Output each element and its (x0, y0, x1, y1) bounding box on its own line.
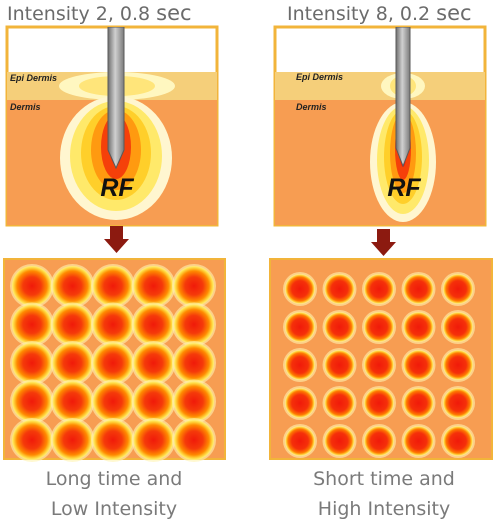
left-spot-r2-c3 (93, 304, 133, 345)
left-spot-r3-c5 (174, 343, 214, 383)
left-rf-needle (107, 27, 125, 170)
left-caption-line2: Low Intensity (50, 498, 178, 520)
left-spot-r1-c3 (93, 266, 133, 306)
right-spot-grid (283, 272, 475, 458)
left-spot-r2-c4 (133, 304, 174, 345)
right-title: Intensity 8, 0.2 sec (287, 0, 472, 26)
right-spot-r5-c3 (364, 426, 394, 456)
right-rf-needle (395, 27, 411, 168)
right-spot-r3-c4 (403, 350, 434, 380)
left-spot-r4-c1 (12, 381, 52, 422)
left-spot-r3-c2 (52, 343, 93, 383)
right-spot-r1-c5 (443, 274, 473, 304)
right-spot-r2-c4 (403, 312, 434, 342)
right-caption-line2: High Intensity (317, 498, 451, 520)
left-spot-r2-c1 (12, 304, 52, 345)
right-skin-panel: Epi Dermis Dermis RF (273, 25, 487, 227)
right-spot-r1-c1 (285, 274, 315, 304)
left-caption-line1: Long time and (45, 468, 183, 490)
left-spot-r2-c5 (174, 304, 214, 345)
right-caption: Short time and High Intensity (274, 464, 494, 524)
right-caption-line1: Short time and (313, 468, 455, 490)
left-title-text: Intensity 2, 0.8 (7, 3, 151, 25)
right-down-arrow (371, 229, 396, 256)
left-dermis-label: Dermis (10, 102, 41, 112)
right-rf-label: RF (387, 174, 421, 202)
right-spot-r3-c3 (364, 350, 394, 380)
right-spot-r3-c2 (324, 350, 355, 380)
left-caption: Long time and Low Intensity (4, 464, 224, 524)
right-spot-r1-c3 (364, 274, 394, 304)
left-title: Intensity 2, 0.8 sec (7, 0, 192, 26)
left-spot-r2-c2 (52, 304, 93, 345)
right-spot-r4-c4 (403, 388, 434, 418)
left-spot-r5-c4 (133, 420, 174, 460)
left-spot-r4-c3 (93, 381, 133, 422)
left-spot-r3-c3 (93, 343, 133, 383)
left-spot-r4-c2 (52, 381, 93, 422)
right-epidermis-layer (275, 72, 485, 100)
left-spot-r5-c2 (52, 420, 93, 460)
right-spot-r2-c3 (364, 312, 394, 342)
left-spot-r1-c2 (52, 266, 93, 306)
left-spot-r3-c4 (133, 343, 174, 383)
right-spot-r5-c2 (324, 426, 355, 456)
right-spot-r4-c2 (324, 388, 355, 418)
left-rf-label: RF (100, 174, 134, 202)
right-spot-r1-c4 (403, 274, 434, 304)
right-title-text: Intensity 8, 0.2 (287, 3, 431, 25)
left-spot-r1-c5 (174, 266, 214, 306)
right-spot-r4-c3 (364, 388, 394, 418)
left-spot-r1-c1 (12, 266, 52, 306)
left-spot-r3-c1 (12, 343, 52, 383)
left-spot-grid (10, 264, 216, 462)
left-epi-label: Epi Dermis (10, 73, 57, 83)
right-spot-r3-c5 (443, 350, 473, 380)
right-spot-r5-c4 (403, 426, 434, 456)
left-spot-r5-c3 (93, 420, 133, 460)
left-title-unit: sec (156, 1, 192, 25)
right-spot-r2-c5 (443, 312, 473, 342)
right-spot-r5-c5 (443, 426, 473, 456)
right-dermis-label: Dermis (296, 102, 327, 112)
left-spot-r5-c1 (12, 420, 52, 460)
left-spot-r1-c4 (133, 266, 174, 306)
left-spot-r4-c4 (133, 381, 174, 422)
right-spot-r5-c1 (285, 426, 315, 456)
left-spot-r4-c5 (174, 381, 214, 422)
left-down-arrow (104, 226, 129, 253)
right-spot-r3-c1 (285, 350, 315, 380)
left-spot-r5-c5 (174, 420, 214, 460)
right-spot-r1-c2 (324, 274, 355, 304)
right-spot-r2-c1 (285, 312, 315, 342)
right-spot-r4-c1 (285, 388, 315, 418)
right-spot-r4-c5 (443, 388, 473, 418)
right-title-unit: sec (436, 1, 472, 25)
left-skin-panel: Epi Dermis Dermis RF (5, 25, 219, 227)
right-spot-r2-c2 (324, 312, 355, 342)
right-epi-label: Epi Dermis (296, 72, 343, 82)
